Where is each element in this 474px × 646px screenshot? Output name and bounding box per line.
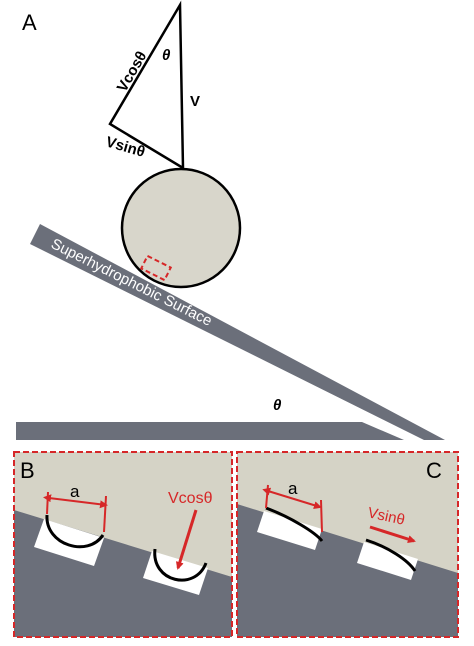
droplet [120,167,242,289]
inset-c-meniscus-1 [265,506,324,542]
inset-c-width-tick-right [320,499,323,533]
inset-b-width-label: a [70,482,80,501]
horizontal-base [16,422,404,440]
inclined-surface [30,224,445,440]
inset-c-air-pocket-2 [357,542,418,580]
inset-b-meniscus-1 [45,514,105,549]
inset-c [237,452,458,637]
inset-b-meniscus-2 [153,548,208,582]
inset-b-frame [13,451,233,638]
inset-b-force-arrow [175,509,198,570]
panel-label-c: C [426,458,442,483]
inset-b-width-dimension [43,494,108,509]
contact-zoom-box [139,254,173,282]
inset-c-force-arrow [369,525,416,543]
inset-c-width-dimension [262,487,322,510]
inset-b-air-pocket-2 [143,551,208,595]
inset-b-force-label: Vcosθ [168,490,213,507]
inset-b-width-tick-left [46,491,49,515]
inset-c-width-label: a [288,479,298,498]
force-triangle [108,0,185,171]
triangle-label-angle: θ [162,47,171,64]
triangle-label-v: V [190,93,200,110]
inset-b-width-tick-right [103,495,107,533]
inset-c-meniscus-2 [365,538,417,572]
inset-c-air-pocket-1 [257,511,322,550]
incline-angle-label: θ [273,397,282,414]
panel-label-a: A [22,10,37,35]
inset-c-width-tick-left [265,484,269,509]
inset-b [14,452,232,637]
panel-label-b: B [20,458,35,483]
inset-c-frame [236,451,459,638]
